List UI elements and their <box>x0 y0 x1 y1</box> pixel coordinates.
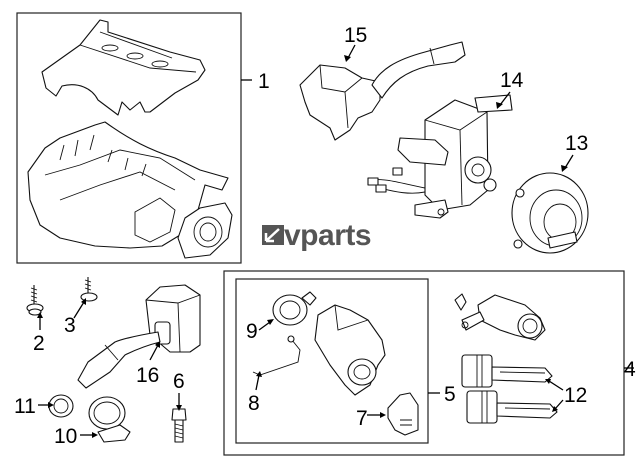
callout-8: 8 <box>248 392 260 415</box>
callout-6: 6 <box>173 370 185 393</box>
switch-housing-part <box>367 94 513 219</box>
group-box-4 <box>223 270 625 456</box>
lower-shroud-part <box>27 121 229 249</box>
screw-part-2 <box>26 285 44 316</box>
watermark-text: vparts <box>284 219 371 252</box>
cable-part-8 <box>252 335 301 376</box>
group-box-1 <box>16 12 242 264</box>
callout-7: 7 <box>356 407 368 430</box>
wiper-switch-part <box>77 284 201 389</box>
screw-part-3 <box>80 277 98 302</box>
immobilizer-ring-part-9 <box>272 291 317 326</box>
callout-14: 14 <box>500 69 524 92</box>
callout-5: 5 <box>444 383 456 406</box>
group-box-5 <box>235 278 429 444</box>
lock-cylinder-part-4 <box>454 293 546 341</box>
clockspring-part <box>511 172 589 254</box>
leader-lines <box>37 44 574 438</box>
callout-16: 16 <box>136 364 159 387</box>
callout-12: 12 <box>564 384 587 407</box>
callout-15: 15 <box>344 24 367 47</box>
callout-10: 10 <box>54 425 77 448</box>
callout-3: 3 <box>64 314 76 337</box>
column-cap-part <box>177 202 233 259</box>
key-part-12a <box>461 354 553 388</box>
key-part-12b <box>466 390 558 424</box>
callout-2: 2 <box>33 332 45 355</box>
bolt-part-6 <box>171 408 187 443</box>
callout-4: 4 <box>624 358 636 381</box>
callout-13: 13 <box>565 132 588 155</box>
ignition-switch-part-7 <box>387 392 419 436</box>
watermark: vparts <box>262 219 372 252</box>
upper-shroud-part <box>41 19 206 116</box>
turn-signal-switch-part <box>299 41 466 141</box>
lock-housing-part-5 <box>314 304 386 396</box>
bezel-part-11 <box>48 394 74 418</box>
callout-9: 9 <box>246 320 258 343</box>
antenna-ring-part-10 <box>88 396 131 443</box>
callout-1: 1 <box>258 70 270 93</box>
callout-11: 11 <box>14 395 36 418</box>
